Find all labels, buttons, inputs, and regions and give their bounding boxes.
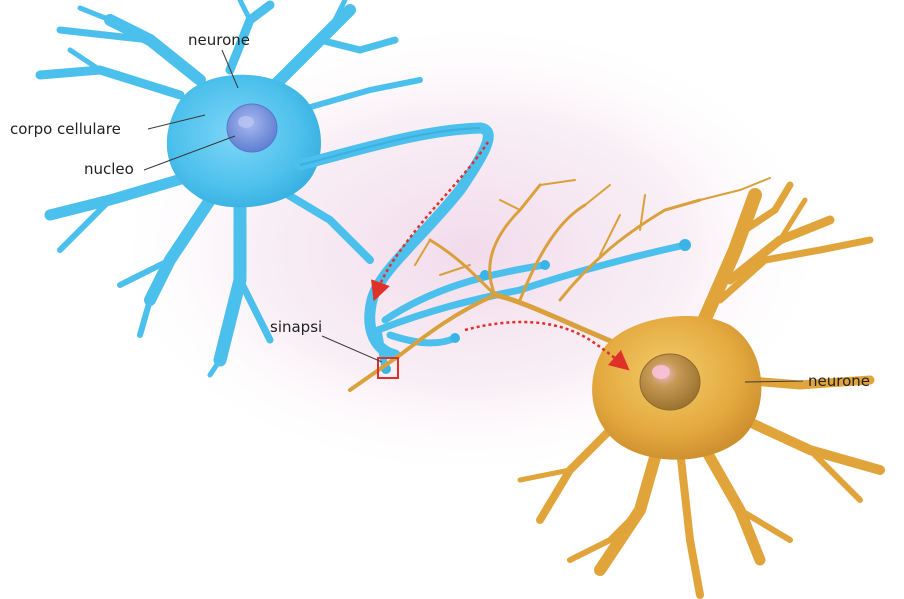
label-neuron-top: neurone [188, 31, 250, 49]
label-nucleus: nucleo [84, 160, 134, 178]
blue-nucleus [227, 104, 277, 152]
label-synapse: sinapsi [270, 318, 322, 336]
label-cell-body: corpo cellulare [10, 120, 121, 138]
orange-nucleus [640, 354, 700, 410]
label-neuron-right: neurone [808, 372, 870, 390]
